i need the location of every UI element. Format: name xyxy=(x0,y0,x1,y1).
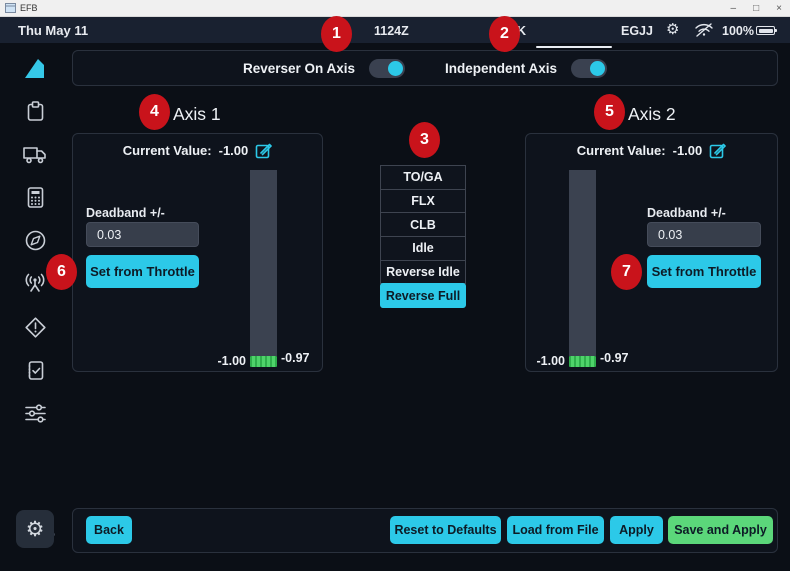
current-value-number: -1.00 xyxy=(218,143,249,158)
axis2-bar-min-label: -1.00 xyxy=(536,354,566,368)
sidebar xyxy=(0,43,70,571)
axis1-panel xyxy=(72,133,323,372)
window-title: EFB xyxy=(20,3,38,13)
axis2-bar-deadband-label: -0.97 xyxy=(600,351,629,365)
airline-logo-icon xyxy=(0,57,70,81)
route-progress-line xyxy=(536,46,612,48)
axis2-bar-track xyxy=(569,170,596,356)
save-and-apply-button[interactable]: Save and Apply xyxy=(668,516,773,544)
annotation-badge-5: 5 xyxy=(594,94,625,130)
reverser-on-axis-toggle[interactable] xyxy=(369,58,406,78)
annotation-badge-3: 3 xyxy=(409,122,440,158)
gear-icon[interactable]: ⚙ xyxy=(666,21,680,38)
axis2-deadband-label: Deadband +/- xyxy=(647,206,726,220)
edit-icon[interactable] xyxy=(709,142,727,159)
axis1-current-value: Current Value: -1.00 xyxy=(72,142,323,159)
sidebar-item-compass[interactable] xyxy=(0,229,70,252)
reverser-on-axis-label: Reverser On Axis xyxy=(242,60,356,76)
annotation-badge-4: 4 xyxy=(139,94,170,130)
app-window-icon xyxy=(5,3,16,13)
maximize-icon[interactable]: □ xyxy=(753,3,760,14)
detent-item-clb[interactable]: CLB xyxy=(380,212,466,238)
load-from-file-button[interactable]: Load from File xyxy=(507,516,604,544)
battery-percent: 100% xyxy=(722,24,754,38)
route-origin-partial: K xyxy=(517,24,527,38)
independent-axis-label: Independent Axis xyxy=(445,60,558,76)
sidebar-item-warning[interactable] xyxy=(0,316,70,339)
apply-button[interactable]: Apply xyxy=(610,516,663,544)
current-value-label: Current Value: xyxy=(576,143,666,158)
settings-gear-icon: ⚙ xyxy=(25,517,45,541)
detent-item-idle[interactable]: Idle xyxy=(380,236,466,261)
detent-item-toga[interactable]: TO/GA xyxy=(380,165,466,190)
sidebar-item-settings-active[interactable]: ⚙ xyxy=(16,510,54,548)
sidebar-item-broadcast[interactable] xyxy=(0,271,70,295)
axis1-bar-min-label: -1.00 xyxy=(217,354,247,368)
battery-icon xyxy=(756,26,777,35)
axis2-title: Axis 2 xyxy=(628,104,676,124)
toggle-knob xyxy=(388,60,404,76)
sidebar-item-truck[interactable] xyxy=(0,144,70,165)
toggle-knob xyxy=(590,60,606,76)
independent-axis-toggle[interactable] xyxy=(571,58,608,78)
detent-item-flx[interactable]: FLX xyxy=(380,188,466,214)
route-destination: EGJJ xyxy=(621,24,653,38)
current-value-label: Current Value: xyxy=(122,143,212,158)
annotation-badge-2: 2 xyxy=(489,16,520,52)
independent-axis-group: Independent Axis xyxy=(445,58,608,78)
axis1-title: Axis 1 xyxy=(173,104,221,124)
axis1-deadband-zone xyxy=(250,356,277,367)
reverser-on-axis-group: Reverser On Axis xyxy=(242,58,406,78)
axis1-bar-deadband-label: -0.97 xyxy=(281,351,310,365)
axis2-deadband-input[interactable] xyxy=(647,222,761,247)
detent-list: TO/GA FLX CLB Idle Reverse Idle Reverse … xyxy=(380,165,466,309)
status-bar: Thu May 11 1124Z K EGJJ ⚙ 100% xyxy=(0,17,790,48)
wifi-off-icon xyxy=(694,22,714,43)
close-icon[interactable]: × xyxy=(776,3,782,14)
axis2-set-from-throttle-button[interactable]: Set from Throttle xyxy=(647,255,761,288)
titlebar: EFB – □ × xyxy=(0,0,790,17)
back-button[interactable]: Back xyxy=(86,516,132,544)
minimize-icon[interactable]: – xyxy=(730,3,737,14)
axis2-current-value: Current Value: -1.00 xyxy=(525,142,778,159)
sidebar-item-sliders[interactable] xyxy=(0,404,70,423)
sidebar-item-clipboard[interactable] xyxy=(0,100,70,123)
edit-icon[interactable] xyxy=(255,142,273,159)
sidebar-item-notebook[interactable] xyxy=(0,359,70,382)
detent-item-reverse-idle[interactable]: Reverse Idle xyxy=(380,259,466,285)
axis2-panel xyxy=(525,133,778,372)
status-date: Thu May 11 xyxy=(18,23,89,38)
annotation-badge-7: 7 xyxy=(611,254,642,290)
status-time-zulu: 1124Z xyxy=(374,24,409,38)
axis1-bar-track xyxy=(250,170,277,356)
sidebar-item-calculator[interactable] xyxy=(0,186,70,209)
toggle-panel: Reverser On Axis Independent Axis xyxy=(72,50,778,86)
axis1-deadband-label: Deadband +/- xyxy=(86,206,165,220)
current-value-number: -1.00 xyxy=(672,143,703,158)
axis2-deadband-zone xyxy=(569,356,596,367)
detent-item-reverse-full-selected[interactable]: Reverse Full xyxy=(380,283,466,309)
annotation-badge-6: 6 xyxy=(46,254,77,290)
axis1-set-from-throttle-button[interactable]: Set from Throttle xyxy=(86,255,199,288)
axis1-deadband-input[interactable] xyxy=(86,222,199,247)
annotation-badge-1: 1 xyxy=(321,16,352,52)
reset-to-defaults-button[interactable]: Reset to Defaults xyxy=(390,516,501,544)
